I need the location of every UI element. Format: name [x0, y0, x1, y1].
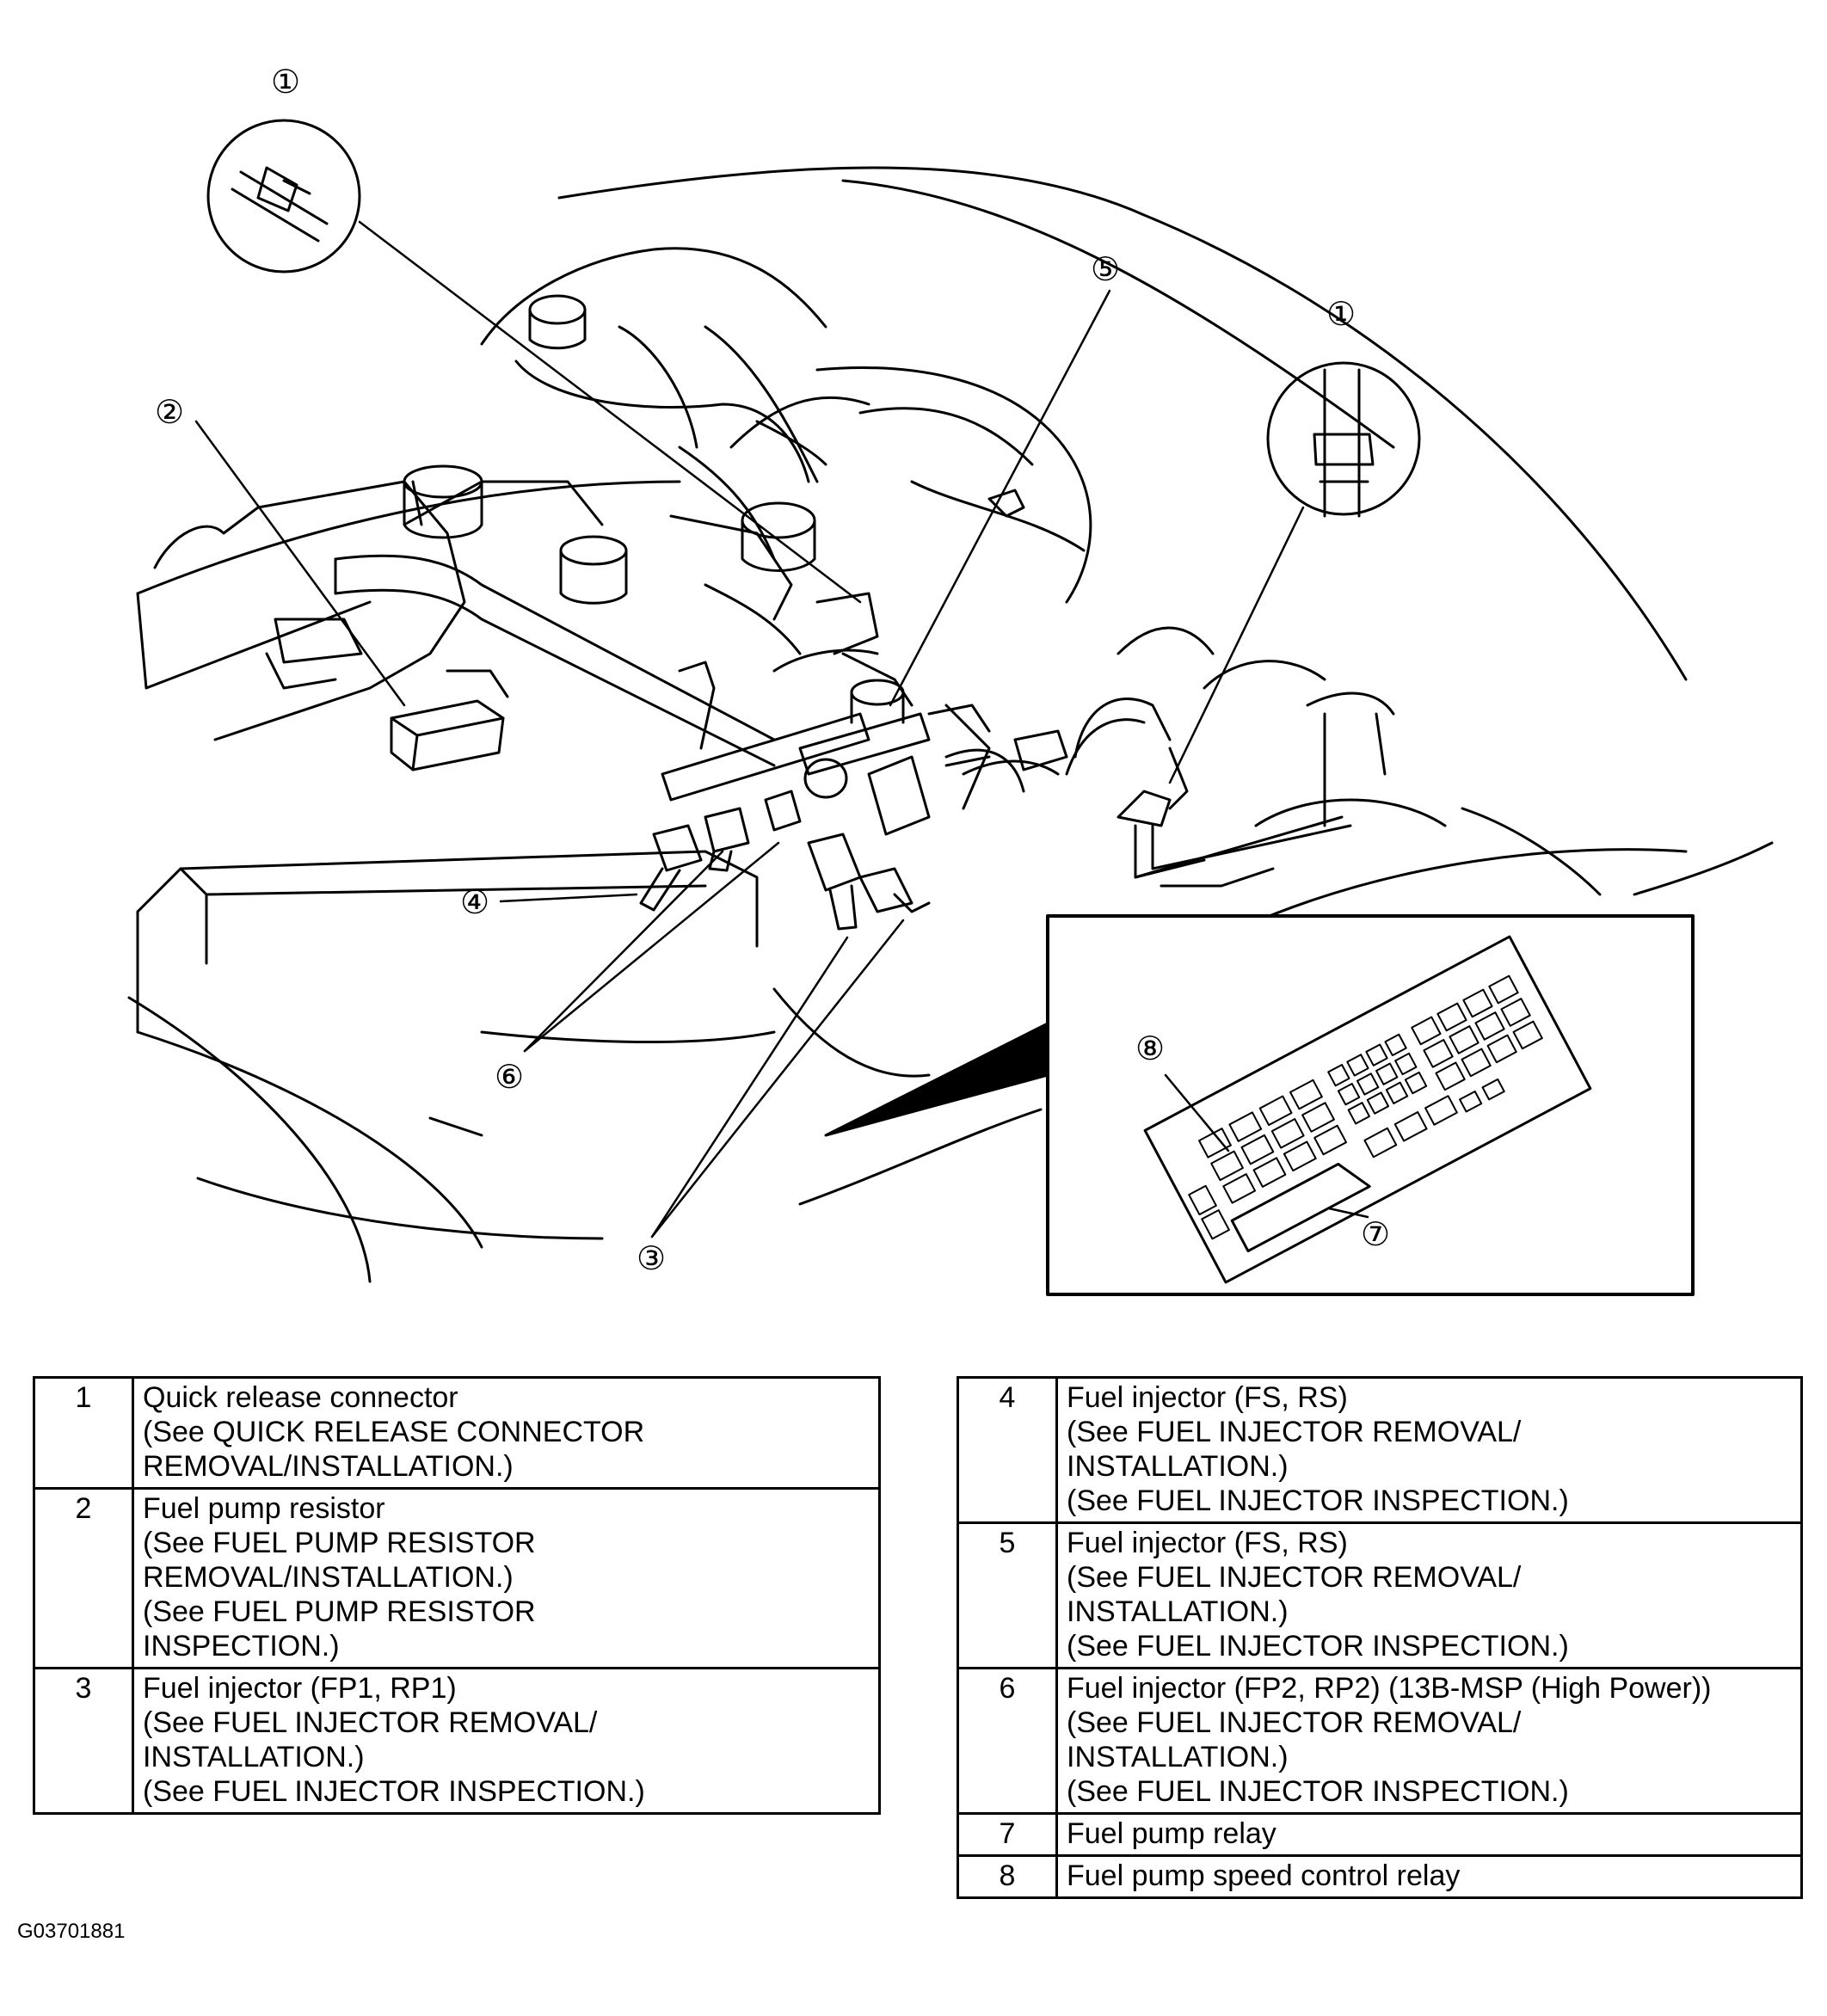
- legend-number: 5: [957, 1521, 1058, 1669]
- fuel-pump-resistor-shape: [390, 699, 505, 771]
- legend-description: Fuel injector (FS, RS)(See FUEL INJECTOR…: [1055, 1521, 1803, 1669]
- legend-description-line: REMOVAL/INSTALLATION.): [143, 1450, 514, 1483]
- legend-description-line: Fuel injector (FS, RS): [1067, 1381, 1348, 1414]
- legend-description: Fuel pump relay: [1055, 1812, 1803, 1857]
- legend-description-line: (See FUEL INJECTOR INSPECTION.): [1067, 1484, 1569, 1517]
- callout-1a: ①: [271, 65, 300, 101]
- legend-row: 7 Fuel pump relay: [957, 1812, 1803, 1857]
- injector-3b: [858, 867, 914, 913]
- legend-description-line: (See FUEL INJECTOR REMOVAL/: [1067, 1706, 1522, 1739]
- legend-description-line: (See FUEL INJECTOR INSPECTION.): [1067, 1630, 1569, 1663]
- legend-number: 6: [957, 1667, 1058, 1815]
- legend-description-line: Fuel injector (FP2, RP2) (13B-MSP (High …: [1067, 1672, 1712, 1705]
- legend-description-line: INSTALLATION.): [1067, 1595, 1289, 1628]
- fuel-rail: [639, 592, 1068, 931]
- legend-description-line: (See FUEL INJECTOR REMOVAL/: [143, 1706, 598, 1739]
- legend-description: Fuel pump speed control relay: [1055, 1854, 1803, 1899]
- engine-upper: [480, 247, 1092, 655]
- legend-description: Fuel injector (FS, RS)(See FUEL INJECTOR…: [1055, 1376, 1803, 1524]
- legend-description-line: INSTALLATION.): [1067, 1741, 1289, 1773]
- injector-6b: [764, 790, 802, 832]
- legend-row: 8 Fuel pump speed control relay: [957, 1854, 1803, 1899]
- body-outline: [127, 166, 1774, 1283]
- legend-description: Quick release connector(See QUICK RELEAS…: [132, 1376, 881, 1490]
- fuel-lines-right: [1065, 626, 1602, 896]
- callout-3: ③: [637, 1241, 666, 1277]
- engine-block-left: [153, 464, 776, 771]
- callout-8: ⑧: [1135, 1031, 1165, 1067]
- legend-description-line: (See QUICK RELEASE CONNECTOR: [143, 1416, 645, 1448]
- connector-zoom-circle-1: [206, 119, 862, 604]
- injector-4: [639, 824, 703, 912]
- legend-description-line: INSTALLATION.): [1067, 1450, 1289, 1483]
- lower-block: [136, 850, 931, 1137]
- legend-row: 6 Fuel injector (FP2, RP2) (13B-MSP (High…: [957, 1667, 1803, 1815]
- legend-number: 2: [33, 1487, 134, 1669]
- legend-description-line: (See FUEL INJECTOR REMOVAL/: [1067, 1416, 1522, 1448]
- legend-description-line: Quick release connector: [143, 1381, 458, 1414]
- legend-number: 7: [957, 1812, 1058, 1857]
- legend-description-line: Fuel injector (FS, RS): [1067, 1527, 1348, 1559]
- legend-number: 3: [33, 1667, 134, 1815]
- relay-box-inset: [824, 914, 1695, 1296]
- leader-lines: [194, 289, 1111, 1238]
- callout-1b: ①: [1326, 297, 1356, 333]
- callout-6: ⑥: [495, 1060, 524, 1096]
- injector-6a: [704, 807, 750, 872]
- legend-description-line: (See FUEL INJECTOR INSPECTION.): [1067, 1775, 1569, 1808]
- legend-description-line: (See FUEL INJECTOR INSPECTION.): [143, 1775, 645, 1808]
- callout-2: ②: [155, 395, 184, 431]
- callout-7: ⑦: [1361, 1217, 1390, 1253]
- legend-description: Fuel injector (FP2, RP2) (13B-MSP (High …: [1055, 1667, 1803, 1815]
- callout-4: ④: [460, 885, 489, 921]
- legend-description-line: Fuel pump relay: [1067, 1817, 1276, 1850]
- legend-description-line: Fuel pump resistor: [143, 1492, 385, 1525]
- figure-code: G03701881: [17, 1920, 126, 1943]
- callouts: ① ① ② ③ ④ ⑤ ⑥ ⑦ ⑧: [155, 65, 1390, 1277]
- legend-description-line: INSTALLATION.): [143, 1741, 365, 1773]
- legend-number: 1: [33, 1376, 134, 1490]
- connector-zoom-circle-2: [1168, 361, 1421, 784]
- legend-description: Fuel injector (FP1, RP1)(See FUEL INJECT…: [132, 1667, 881, 1815]
- legend-description-line: (See FUEL INJECTOR REMOVAL/: [1067, 1561, 1522, 1594]
- callout-5: ⑤: [1091, 252, 1120, 288]
- legend-description: Fuel pump resistor(See FUEL PUMP RESISTO…: [132, 1487, 881, 1669]
- legend-description-line: REMOVAL/INSTALLATION.): [143, 1561, 514, 1594]
- legend-description-line: INSPECTION.): [143, 1630, 340, 1663]
- legend-description-line: Fuel pump speed control relay: [1067, 1859, 1461, 1892]
- injector-3a: [807, 833, 862, 931]
- legend-number: 8: [957, 1854, 1058, 1899]
- legend-number: 4: [957, 1376, 1058, 1524]
- legend-description-line: Fuel injector (FP1, RP1): [143, 1672, 457, 1705]
- legend-description-line: (See FUEL PUMP RESISTOR: [143, 1595, 536, 1628]
- legend-description-line: (See FUEL PUMP RESISTOR: [143, 1527, 536, 1559]
- engine-bay-diagram: ① ① ② ③ ④ ⑤ ⑥ ⑦ ⑧: [127, 65, 1774, 1296]
